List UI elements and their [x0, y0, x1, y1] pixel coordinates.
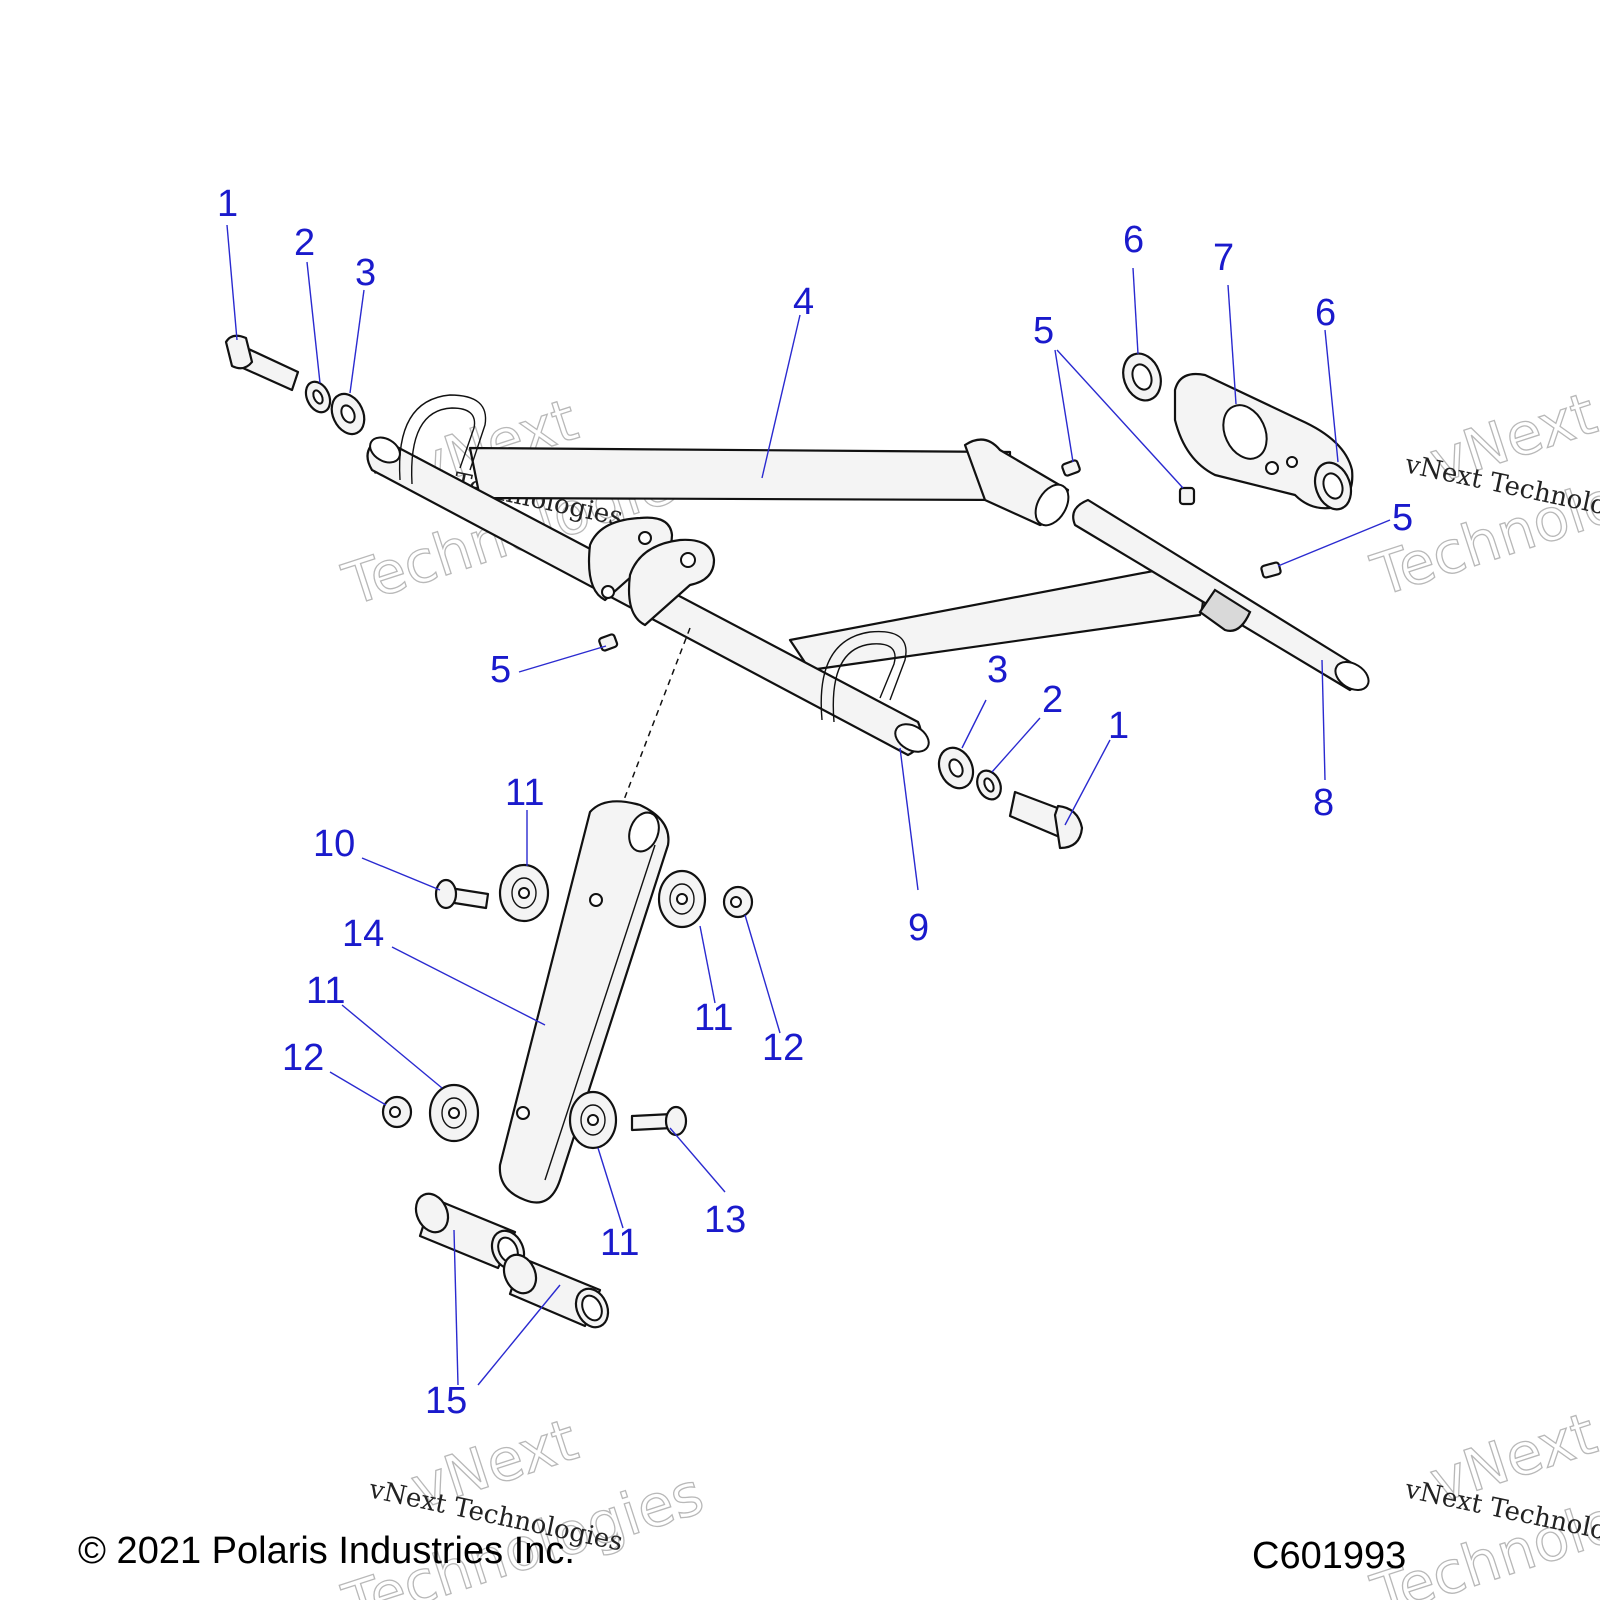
alignment-dashed-line — [621, 627, 691, 806]
copyright-text: © 2021 Polaris Industries Inc. — [78, 1530, 575, 1572]
upper-tube-end-hole — [1034, 483, 1070, 527]
washer-11-lower-right — [568, 1090, 618, 1150]
bolt-13 — [630, 1105, 688, 1137]
callout-2-lower: 2 — [1042, 679, 1063, 721]
callout-11-lower-right: 11 — [600, 1222, 639, 1264]
tab-hole — [680, 552, 696, 568]
rear-pivot-collar — [1198, 588, 1252, 632]
tab-hole — [601, 585, 615, 599]
nut-12-lower — [381, 1095, 413, 1129]
leader-lines — [226, 224, 1391, 1386]
lower-loop-bracket — [820, 630, 907, 721]
callout-11-upper-left: 11 — [505, 772, 544, 814]
callout-2-upper: 2 — [294, 222, 315, 264]
callout-4: 4 — [793, 281, 814, 323]
callout-12-left: 12 — [282, 1037, 324, 1079]
callout-1-upper: 1 — [217, 183, 238, 225]
front-pivot-tube-start — [369, 436, 401, 464]
rear-pivot-tube-end — [1334, 661, 1370, 691]
callout-8: 8 — [1313, 782, 1334, 824]
callout-11-lower-left: 11 — [306, 970, 345, 1012]
upper-loop-bracket-inner — [410, 407, 476, 485]
callout-5-front: 5 — [490, 649, 511, 691]
front-pivot-tube-end — [894, 723, 930, 753]
callout-1-lower: 1 — [1108, 705, 1129, 747]
grease-fitting-bracket — [1178, 486, 1196, 506]
callout-5-upper: 5 — [1033, 310, 1054, 352]
callout-14: 14 — [342, 913, 384, 955]
callout-12-right: 12 — [762, 1027, 804, 1069]
callout-3-upper: 3 — [355, 252, 376, 294]
upper-cross-tube — [468, 446, 1012, 502]
callout-6-left: 6 — [1123, 219, 1144, 261]
shock-link — [498, 800, 670, 1204]
upper-loop-bracket — [398, 394, 487, 481]
grease-fitting-front — [598, 633, 619, 652]
washer-11-lower-left — [428, 1083, 480, 1143]
grease-fitting-upper — [1061, 459, 1081, 477]
callout-11-upper-right: 11 — [694, 997, 733, 1039]
callout-13: 13 — [704, 1199, 746, 1241]
tab-hole — [638, 531, 652, 545]
callout-5-right: 5 — [1392, 497, 1413, 539]
lower-loop-bracket-inner — [832, 643, 896, 723]
callout-15: 15 — [425, 1380, 467, 1422]
bolt-lower-right — [1008, 790, 1084, 850]
washer-11-upper-left — [498, 863, 550, 923]
callout-6-right: 6 — [1315, 292, 1336, 334]
callout-9: 9 — [908, 907, 929, 949]
bolt-upper-left — [224, 334, 300, 392]
nut-12-upper — [722, 885, 754, 919]
grease-fitting-rear — [1260, 561, 1282, 579]
pivot-bracket — [1173, 372, 1354, 510]
bushing-15-right — [502, 1253, 610, 1329]
callout-10: 10 — [313, 823, 355, 865]
washer-11-upper-right — [657, 869, 707, 929]
callout-labels: 1 2 3 4 5 6 7 6 5 5 3 2 1 8 9 11 10 14 1… — [217, 183, 1413, 1422]
callout-7: 7 — [1213, 237, 1234, 279]
diagram-code: C601993 — [1252, 1535, 1407, 1577]
callout-3-lower: 3 — [987, 649, 1008, 691]
bolt-10 — [434, 878, 490, 910]
a-arm-assembly — [366, 394, 1370, 806]
